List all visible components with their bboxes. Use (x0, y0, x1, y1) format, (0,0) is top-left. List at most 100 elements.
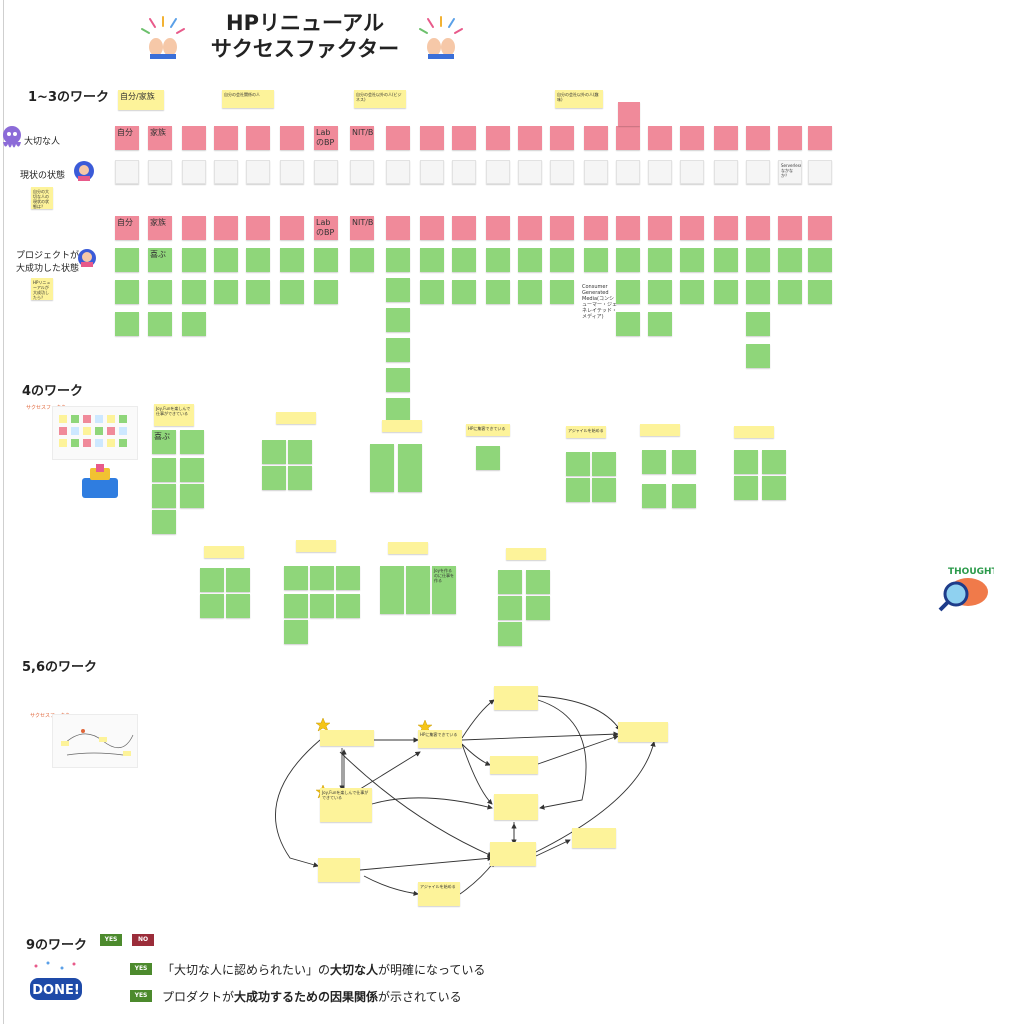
success-person-note[interactable]: NIT/BP (350, 216, 374, 240)
factor-note[interactable] (284, 566, 308, 590)
important-person-note[interactable] (182, 126, 206, 150)
important-person-note[interactable] (386, 126, 410, 150)
factor-note[interactable] (406, 590, 430, 614)
important-person-note[interactable]: 家族 (148, 126, 172, 150)
success-state-note[interactable] (314, 280, 338, 304)
success-person-note[interactable] (518, 216, 542, 240)
current-state-note[interactable] (616, 160, 640, 184)
factor-note[interactable] (398, 468, 422, 492)
factor-note[interactable] (226, 568, 250, 592)
important-person-note[interactable] (808, 126, 832, 150)
factor-note[interactable] (180, 430, 204, 454)
factor-note[interactable] (200, 568, 224, 592)
important-person-note[interactable] (246, 126, 270, 150)
success-state-note[interactable] (778, 248, 802, 272)
flow-node-note[interactable] (618, 722, 668, 742)
important-person-note[interactable] (680, 126, 704, 150)
factor-note[interactable] (762, 450, 786, 474)
current-state-note[interactable] (246, 160, 270, 184)
flow-node-note[interactable] (572, 828, 616, 848)
factor-note[interactable] (566, 478, 590, 502)
success-person-note[interactable] (714, 216, 738, 240)
important-person-note[interactable]: 自分 (115, 126, 139, 150)
success-state-note[interactable] (280, 248, 304, 272)
success-state-note[interactable] (550, 280, 574, 304)
important-person-note[interactable] (714, 126, 738, 150)
factor-note[interactable] (370, 468, 394, 492)
current-state-note[interactable] (550, 160, 574, 184)
success-state-note[interactable] (115, 248, 139, 272)
success-state-note[interactable] (314, 248, 338, 272)
group-header-note[interactable]: アジャイルを始める (566, 426, 606, 438)
success-person-note[interactable] (386, 216, 410, 240)
group-header-note[interactable] (640, 424, 680, 436)
current-state-note[interactable] (182, 160, 206, 184)
success-state-note[interactable] (182, 280, 206, 304)
success-state-note[interactable] (148, 280, 172, 304)
important-person-note[interactable] (584, 126, 608, 150)
group-header-note[interactable]: 自分の会社以外の人(ビジネス) (354, 90, 406, 108)
current-state-note[interactable] (386, 160, 410, 184)
success-state-note[interactable] (486, 248, 510, 272)
factor-note[interactable] (762, 476, 786, 500)
group-header-note[interactable] (506, 548, 546, 560)
important-person-note[interactable]: NIT/BP (350, 126, 374, 150)
group-header-note[interactable] (734, 426, 774, 438)
factor-note[interactable] (262, 466, 286, 490)
success-state-note[interactable] (616, 248, 640, 272)
success-person-note[interactable] (182, 216, 206, 240)
side-sticky-note[interactable]: 自分の大切な人の現状の状態は？ (31, 187, 53, 209)
success-state-note[interactable] (386, 278, 410, 302)
success-person-note[interactable] (486, 216, 510, 240)
important-person-note[interactable] (452, 126, 476, 150)
group-header-note[interactable]: 自分の会社以外の人(趣味) (555, 90, 603, 108)
success-person-note[interactable] (808, 216, 832, 240)
factor-note[interactable]: Joyを作るのに仕事を作る (432, 566, 456, 590)
factor-note[interactable] (398, 444, 422, 468)
factor-note[interactable] (226, 594, 250, 618)
flow-node-note[interactable]: アジャイルを始める (418, 882, 460, 906)
important-person-note[interactable] (280, 126, 304, 150)
success-state-note[interactable] (714, 248, 738, 272)
factor-note[interactable] (672, 484, 696, 508)
success-state-note[interactable] (808, 280, 832, 304)
success-state-note[interactable] (452, 280, 476, 304)
factor-note[interactable] (566, 452, 590, 476)
factor-note[interactable] (526, 570, 550, 594)
side-sticky-note[interactable]: HPリニューアルが大成功したら？ (31, 278, 53, 300)
factor-note[interactable] (152, 510, 176, 534)
factor-note[interactable] (152, 458, 176, 482)
success-state-note[interactable] (386, 338, 410, 362)
current-state-note[interactable] (518, 160, 542, 184)
success-state-note[interactable] (148, 312, 172, 336)
factor-note[interactable] (370, 444, 394, 468)
causal-map-thumbnail[interactable] (52, 714, 138, 768)
success-state-note[interactable] (648, 312, 672, 336)
sticky-note[interactable] (618, 102, 640, 126)
success-state-note[interactable] (214, 280, 238, 304)
factor-note[interactable] (592, 478, 616, 502)
current-state-note[interactable] (746, 160, 770, 184)
factor-note[interactable] (380, 566, 404, 590)
success-person-note[interactable]: 家族 (148, 216, 172, 240)
flow-node-note[interactable] (318, 858, 360, 882)
factor-note[interactable]: 喜ぶ (152, 430, 176, 454)
success-state-note[interactable] (214, 248, 238, 272)
factor-note[interactable] (288, 466, 312, 490)
important-person-note[interactable] (486, 126, 510, 150)
group-header-note[interactable] (296, 540, 336, 552)
success-state-note[interactable] (680, 280, 704, 304)
factor-note[interactable] (526, 596, 550, 620)
current-state-note[interactable] (584, 160, 608, 184)
current-state-note[interactable] (115, 160, 139, 184)
flow-node-note[interactable] (490, 842, 536, 866)
factor-note[interactable] (642, 484, 666, 508)
success-person-note[interactable] (648, 216, 672, 240)
success-state-note[interactable] (182, 312, 206, 336)
current-state-note[interactable] (808, 160, 832, 184)
factor-note[interactable] (498, 596, 522, 620)
current-state-note[interactable] (280, 160, 304, 184)
factor-note[interactable] (200, 594, 224, 618)
success-state-note[interactable] (246, 248, 270, 272)
success-state-note[interactable] (280, 280, 304, 304)
